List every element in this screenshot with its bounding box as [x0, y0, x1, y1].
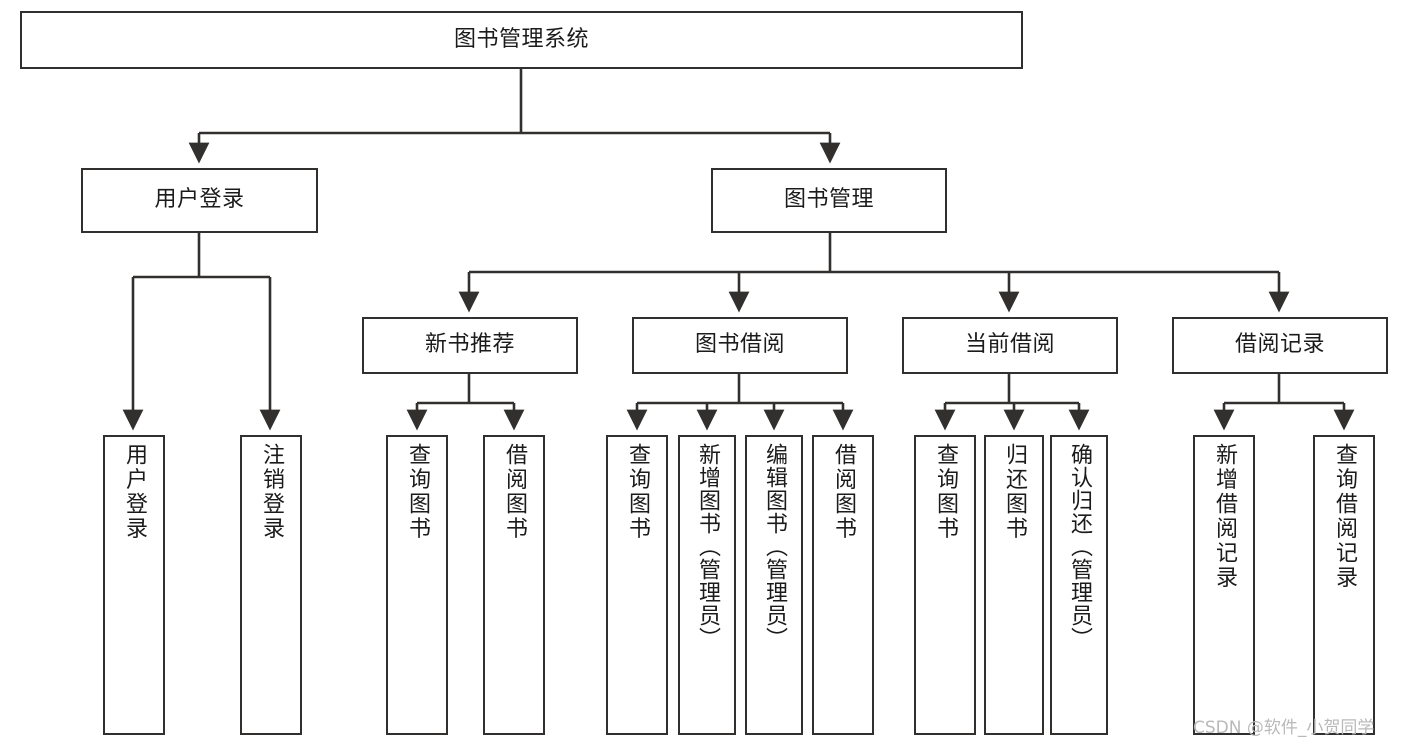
node-leaf-query-book-recommend-label: 查询图书 [405, 443, 430, 541]
node-leaf-borrow-book-label: 借阅图书 [831, 443, 856, 541]
node-leaf-return-book[interactable]: 归还图书 [984, 435, 1044, 735]
node-book-management-label: 图书管理 [783, 187, 874, 213]
node-current-borrow[interactable]: 当前借阅 [902, 317, 1118, 374]
node-leaf-confirm-return-label: 确认归还（管理员） [1067, 443, 1092, 650]
node-user-login[interactable]: 用户登录 [81, 168, 318, 233]
node-leaf-logout-label: 注销登录 [259, 443, 284, 541]
node-leaf-query-record[interactable]: 查询借阅记录 [1313, 435, 1375, 735]
node-leaf-query-book-current-label: 查询图书 [933, 443, 958, 541]
node-leaf-borrow-book-recommend[interactable]: 借阅图书 [483, 435, 545, 735]
node-leaf-user-login-label: 用户登录 [122, 443, 147, 541]
node-new-book-recommend[interactable]: 新书推荐 [362, 317, 578, 374]
node-leaf-add-book-label: 新增图书（管理员） [695, 443, 720, 650]
node-leaf-return-book-label: 归还图书 [1002, 443, 1027, 541]
node-leaf-query-book-recommend[interactable]: 查询图书 [386, 435, 448, 735]
node-borrow-record[interactable]: 借阅记录 [1172, 317, 1388, 374]
node-leaf-user-login[interactable]: 用户登录 [103, 435, 165, 735]
watermark-text: CSDN @软件_小贺同学 [1193, 718, 1375, 738]
node-leaf-borrow-book-recommend-label: 借阅图书 [502, 443, 527, 541]
node-new-book-recommend-label: 新书推荐 [424, 332, 515, 358]
node-leaf-query-book-borrow-label: 查询图书 [625, 443, 650, 541]
node-root-label: 图书管理系统 [453, 26, 589, 52]
node-borrow-record-label: 借阅记录 [1234, 332, 1325, 358]
node-leaf-add-record[interactable]: 新增借阅记录 [1193, 435, 1255, 735]
node-current-borrow-label: 当前借阅 [964, 332, 1055, 358]
node-leaf-query-book-borrow[interactable]: 查询图书 [606, 435, 668, 735]
node-leaf-logout[interactable]: 注销登录 [240, 435, 302, 735]
node-root[interactable]: 图书管理系统 [20, 11, 1023, 69]
node-user-login-label: 用户登录 [154, 187, 245, 213]
node-book-management[interactable]: 图书管理 [711, 168, 947, 233]
node-leaf-query-book-current[interactable]: 查询图书 [914, 435, 976, 735]
node-leaf-confirm-return[interactable]: 确认归还（管理员） [1050, 435, 1108, 735]
node-book-borrow[interactable]: 图书借阅 [632, 317, 848, 374]
node-leaf-query-record-label: 查询借阅记录 [1332, 443, 1357, 590]
node-leaf-edit-book-label: 编辑图书（管理员） [762, 443, 787, 650]
node-leaf-add-record-label: 新增借阅记录 [1212, 443, 1237, 590]
node-leaf-edit-book[interactable]: 编辑图书（管理员） [745, 435, 803, 735]
node-leaf-borrow-book[interactable]: 借阅图书 [812, 435, 874, 735]
node-book-borrow-label: 图书借阅 [694, 332, 785, 358]
node-leaf-add-book[interactable]: 新增图书（管理员） [678, 435, 736, 735]
